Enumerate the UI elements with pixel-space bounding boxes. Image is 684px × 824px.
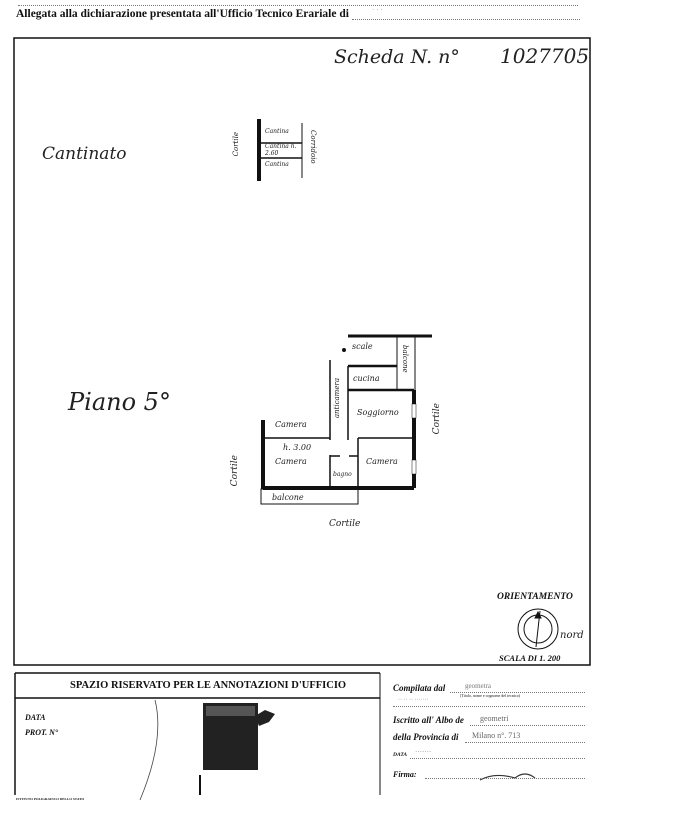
room-label-soggiorno: Soggiorno xyxy=(357,408,399,417)
basement-right-label: Corridoio xyxy=(309,130,317,164)
basement-left-label: Cortile xyxy=(232,132,240,157)
top-dotted-line xyxy=(18,5,578,6)
signature xyxy=(479,773,536,781)
compiled-value: geometra xyxy=(465,682,492,690)
office-date-label: DATA xyxy=(25,713,46,722)
compiled-field-line xyxy=(450,692,585,693)
room-label-bagno: bagno xyxy=(333,471,352,478)
room-label-anticamera: anticamera xyxy=(333,378,341,419)
office-box-frame xyxy=(14,672,381,795)
basement-room: Cantina h. 2.60 xyxy=(265,143,297,157)
official-stamp xyxy=(203,703,275,770)
scheda-number: 1027705 xyxy=(500,44,590,68)
office-box-title: SPAZIO RISERVATO PER LE ANNOTAZIONI D'UF… xyxy=(70,680,347,691)
albo-value: geometri xyxy=(480,714,509,723)
printer-footer: ISTITUTO POLIGRAFICO DELLO STATO xyxy=(16,797,85,801)
signature-label: Firma: xyxy=(393,770,417,779)
room-label-camera-right: Camera xyxy=(366,457,398,466)
basement-room: Cantina xyxy=(265,128,289,135)
compiled-label: Compilata dal xyxy=(393,683,446,693)
north-compass-icon xyxy=(517,608,559,650)
north-label: nord xyxy=(560,630,584,641)
basement-room: Cantina xyxy=(265,161,289,168)
room-label-camera-left: Camera xyxy=(275,457,307,466)
room-label-cucina: cucina xyxy=(353,374,380,383)
handwritten-mark xyxy=(139,699,159,801)
office-prot-label: PROT. N° xyxy=(25,728,59,737)
ceiling-height: h. 3.00 xyxy=(283,443,312,452)
main-frame xyxy=(13,37,591,666)
albo-field-line xyxy=(470,725,585,726)
orientation-title: ORIENTAMENTO xyxy=(497,592,573,602)
compiled-hint: (Titolo, nome e cognome del tecnico) xyxy=(460,693,521,698)
room-label-balcone-bottom: balcone xyxy=(272,493,304,502)
albo-label: Iscritto all' Albo de xyxy=(393,715,464,725)
floor-plan xyxy=(260,334,432,505)
floor-title: Piano 5° xyxy=(68,388,171,416)
province-field-line xyxy=(465,742,585,743)
technician-name: ·· ·· ·· ······· xyxy=(398,697,429,703)
scheda-label: Schedа N. n° xyxy=(334,46,460,68)
compiler-date-label: DATA xyxy=(393,752,408,758)
basement-title: Cantinato xyxy=(42,144,127,164)
province-value: Milano n°. 713 xyxy=(472,731,521,740)
cortile-left-label: Cortile xyxy=(230,455,240,487)
signature-field-line xyxy=(425,778,585,779)
room-label-camera-top: Camera xyxy=(275,420,307,429)
attached-office-field xyxy=(352,19,580,20)
room-label-scale: scale xyxy=(352,342,373,351)
attached-label: Allegata alla dichiarazione presentata a… xyxy=(16,8,349,20)
basement-plan xyxy=(257,119,303,181)
compiler-date-value: ······· xyxy=(415,748,432,756)
map-scale: SCALA DI 1. 200 xyxy=(499,653,561,663)
province-label: della Provincia di xyxy=(393,732,459,742)
date-field-line xyxy=(410,758,585,759)
cortile-bottom-label: Cortile xyxy=(329,519,361,529)
cortile-right-label: Cortile xyxy=(432,403,442,435)
attached-office-value: · · · xyxy=(372,6,383,14)
room-label-balcone-top: balcone xyxy=(401,345,409,373)
name-field-line xyxy=(393,706,585,707)
